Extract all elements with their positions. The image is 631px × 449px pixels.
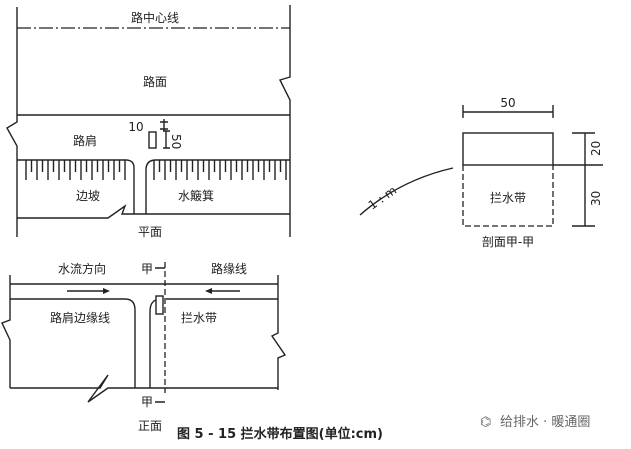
plan-title: 平面 <box>138 225 162 239</box>
slope-label: 边坡 <box>76 189 100 203</box>
front-left-border <box>1 275 11 388</box>
chute-edge <box>149 299 157 388</box>
flow-arrow-left <box>205 288 240 294</box>
barrier-below-ground <box>462 165 554 227</box>
height-bottom-label: 30 <box>589 191 603 206</box>
figure-caption: 图 5 - 15 拦水带布置图(单位:cm) <box>177 426 383 442</box>
barrier-front-rect <box>155 295 164 315</box>
plan-left-border <box>6 7 18 237</box>
dim-50-label: 50 <box>169 134 183 149</box>
section-view: 50 20 30 1 : m 拦水带 剖面甲-甲 <box>359 96 603 249</box>
section-barrier-label: 拦水带 <box>490 191 526 205</box>
wechat-icon: ⌬ <box>480 415 491 430</box>
watermark-text: 给排水 · 暖通圈 <box>500 415 590 430</box>
curb-line-label: 路缘线 <box>211 261 247 276</box>
front-bottom-line <box>10 374 278 403</box>
barrier-above-ground <box>462 132 554 166</box>
front-right-border <box>270 275 287 390</box>
flow-direction-label: 水流方向 <box>58 261 106 276</box>
front-title: 正面 <box>138 419 162 433</box>
shoulder-edge-right <box>145 159 290 214</box>
section-mark-top: 甲 <box>141 262 153 276</box>
width-label: 50 <box>500 96 515 110</box>
slope-hatching <box>25 160 287 180</box>
height-top-label: 20 <box>589 141 603 156</box>
centerline-label: 路中心线 <box>131 10 179 25</box>
section-mark-bottom: 甲 <box>141 395 153 409</box>
front-view: 水流方向 甲 路缘线 路肩边缘线 拦水带 甲 正面 <box>1 261 287 433</box>
shoulder-edge-line-left <box>10 298 136 388</box>
plan-right-border <box>279 5 291 237</box>
shoulder-edge-label: 路肩边缘线 <box>50 310 110 325</box>
dim-10-label: 10 <box>128 120 143 134</box>
slope-curve <box>359 167 454 216</box>
plan-view: 路中心线 路面 路肩 10 50 边坡 水簸箕 平面 <box>6 5 291 239</box>
barrier-plan-rect <box>148 131 157 149</box>
watermark: ⌬ 给排水 · 暖通圈 <box>480 415 590 430</box>
slope-toe-line <box>17 204 290 219</box>
height-dimension <box>572 132 595 227</box>
barrier-label: 拦水带 <box>181 311 217 325</box>
chute-label: 水簸箕 <box>178 188 214 203</box>
shoulder-label: 路肩 <box>73 133 97 148</box>
slope-ratio-label: 1 : m <box>366 183 399 212</box>
section-cut-ticks <box>155 267 165 403</box>
flow-arrow-right <box>67 288 110 294</box>
plan-dimension-marks <box>160 119 170 149</box>
shoulder-edge-left <box>17 159 135 214</box>
pavement-label: 路面 <box>143 74 167 89</box>
width-dimension <box>462 105 554 118</box>
section-title: 剖面甲-甲 <box>482 235 534 249</box>
